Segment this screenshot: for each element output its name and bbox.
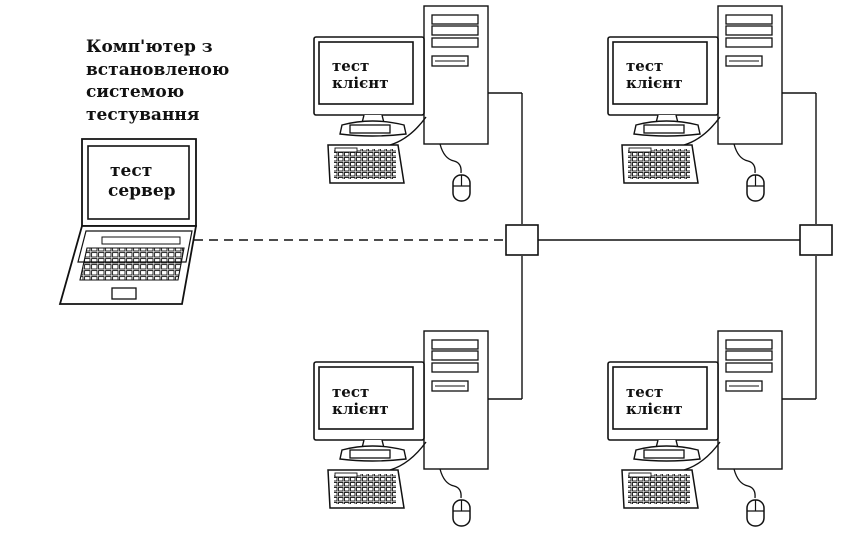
test-system-caption: Комп'ютер з встановленою системою тестув… [86, 36, 256, 126]
caption-line: Комп'ютер з [86, 37, 213, 57]
client-label-line: клієнт [626, 74, 683, 93]
caption-line: тестування [86, 104, 200, 125]
client-label-line: тест [626, 57, 664, 75]
workstation-top-right [607, 5, 783, 202]
server-label-line: тест [110, 161, 153, 181]
client-label-line: тест [626, 383, 664, 401]
client-label-bottom-left: тест клієнт [332, 383, 389, 419]
server-label-line: сервер [108, 180, 176, 201]
hub-right [799, 224, 833, 256]
client-label-top-left: тест клієнт [332, 57, 389, 93]
network-links [194, 92, 817, 400]
client-label-line: клієнт [626, 400, 683, 419]
client-label-line: тест [332, 383, 370, 401]
caption-line: системою [86, 82, 185, 102]
client-label-top-right: тест клієнт [626, 57, 683, 93]
client-label-bottom-right: тест клієнт [626, 383, 683, 419]
hub-left [505, 224, 539, 256]
server-label: тест сервер [108, 161, 176, 201]
caption-line: встановленою [86, 59, 230, 80]
workstation-bottom-right [607, 330, 783, 527]
workstation-top-left [313, 5, 489, 202]
workstation-bottom-left [313, 330, 489, 527]
client-label-line: клієнт [332, 74, 389, 93]
client-label-line: клієнт [332, 400, 389, 419]
laptop [58, 138, 198, 305]
client-label-line: тест [332, 57, 370, 75]
